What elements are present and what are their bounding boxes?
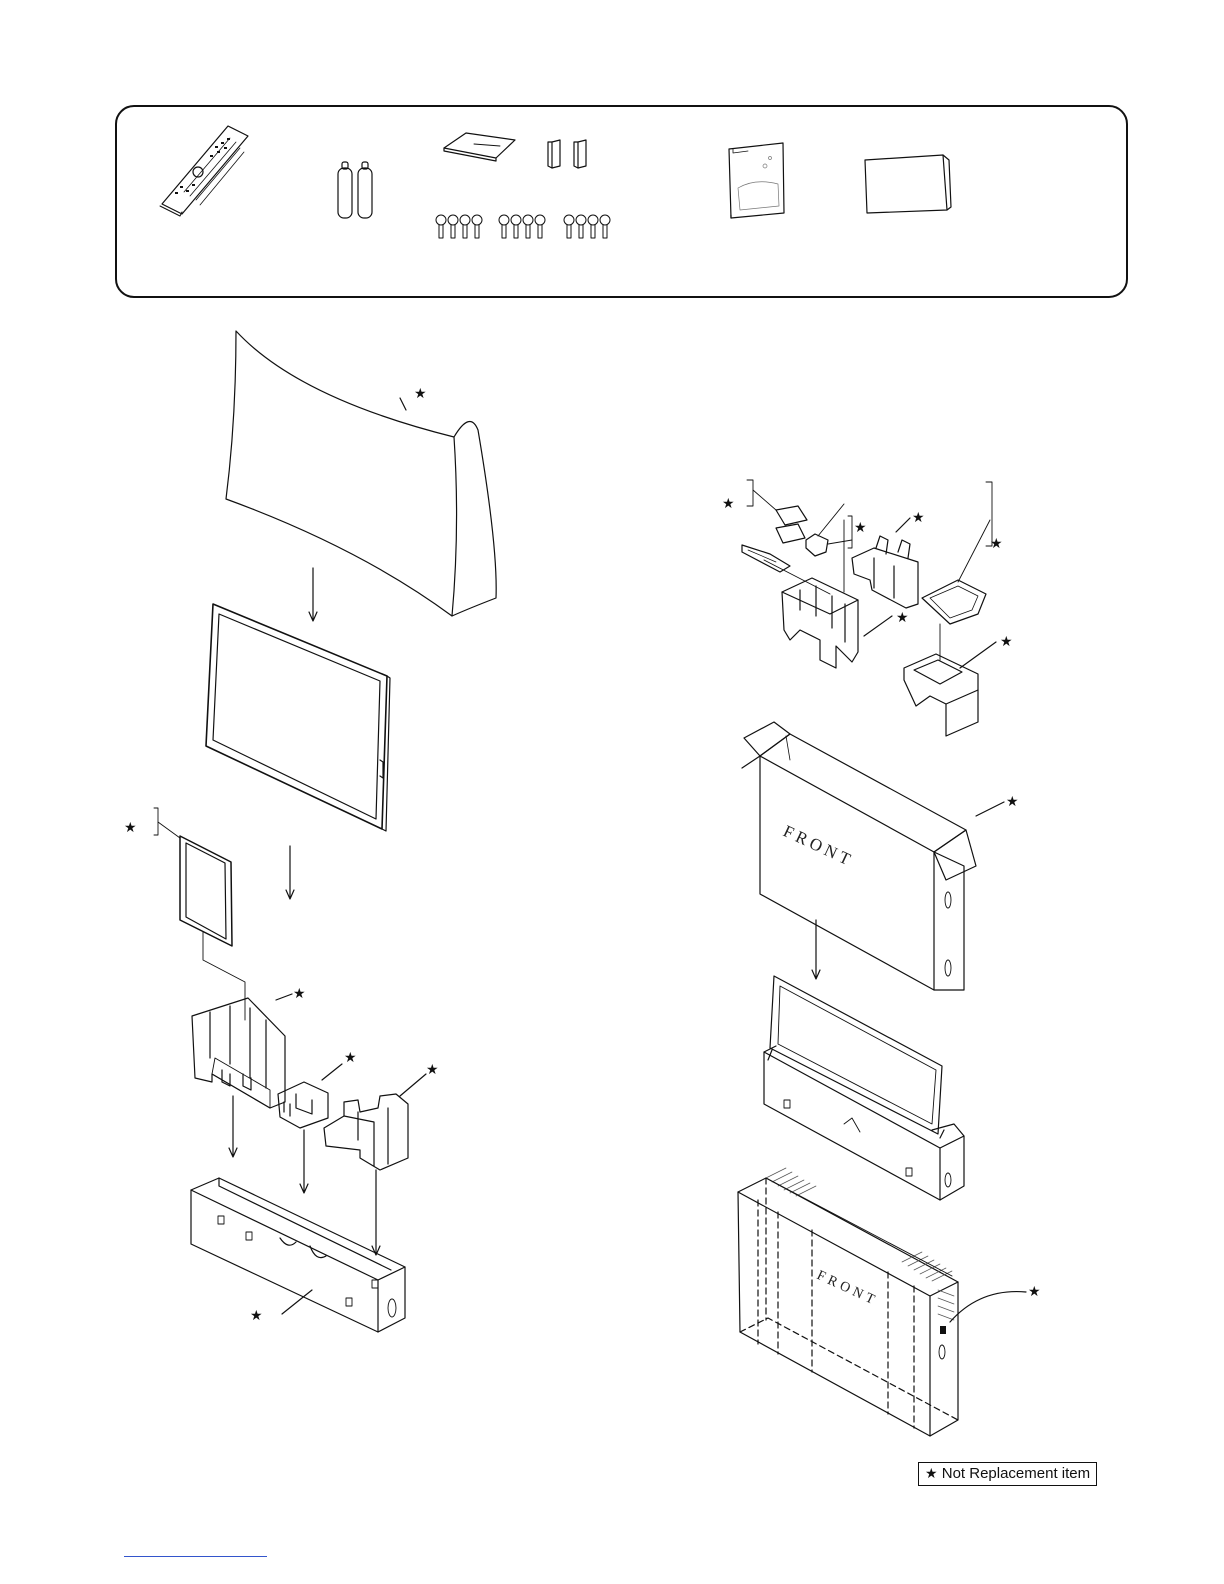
star-marker: ★ bbox=[990, 536, 1003, 552]
foam-sheet bbox=[922, 580, 986, 624]
remote-control-icon bbox=[160, 126, 248, 216]
stand-plate-icon bbox=[444, 133, 515, 161]
accessories-panel bbox=[116, 106, 1127, 297]
tv-panel bbox=[206, 604, 390, 831]
screws-icon bbox=[436, 215, 610, 238]
star-marker: ★ bbox=[896, 610, 909, 626]
star-marker: ★ bbox=[912, 510, 925, 526]
star-icon: ★ bbox=[925, 1466, 938, 1482]
manual-booklet-icon bbox=[729, 143, 784, 218]
star-marker: ★ bbox=[124, 820, 137, 836]
star-marker: ★ bbox=[722, 496, 735, 512]
small-parts bbox=[742, 480, 852, 572]
center-cushion bbox=[782, 578, 858, 668]
star-marker: ★ bbox=[1000, 634, 1013, 650]
bottom-tray bbox=[191, 1178, 405, 1332]
carton-top bbox=[742, 722, 976, 990]
arrow bbox=[300, 1130, 308, 1193]
legend-box: ★ Not Replacement item bbox=[918, 1462, 1097, 1486]
batteries-icon bbox=[338, 162, 372, 218]
arrow bbox=[372, 1170, 380, 1255]
legend-text: Not Replacement item bbox=[942, 1465, 1090, 1482]
packed-tv bbox=[764, 976, 964, 1200]
arrow bbox=[229, 1096, 237, 1157]
star-marker: ★ bbox=[250, 1308, 263, 1324]
protective-sheet bbox=[154, 808, 245, 1020]
star-marker: ★ bbox=[414, 386, 427, 402]
star-marker: ★ bbox=[1028, 1284, 1041, 1300]
side-cushion bbox=[852, 536, 918, 608]
footer-link-line[interactable] bbox=[124, 1556, 267, 1557]
right-cushion bbox=[324, 1094, 408, 1170]
star-marker: ★ bbox=[426, 1062, 439, 1078]
front-label-top: FRONT bbox=[780, 821, 857, 870]
brackets-icon bbox=[548, 140, 586, 168]
poly-bag bbox=[226, 331, 496, 616]
corner-cushion bbox=[904, 654, 978, 736]
star-marker: ★ bbox=[344, 1050, 357, 1066]
arrow bbox=[812, 920, 820, 979]
star-marker: ★ bbox=[1006, 794, 1019, 810]
star-marker: ★ bbox=[293, 986, 306, 1002]
left-cushion bbox=[192, 998, 285, 1108]
star-marker: ★ bbox=[854, 520, 867, 536]
paper-sheet-icon bbox=[865, 155, 951, 213]
carton-closed bbox=[738, 1168, 958, 1436]
front-label-bottom: FRONT bbox=[814, 1268, 880, 1309]
